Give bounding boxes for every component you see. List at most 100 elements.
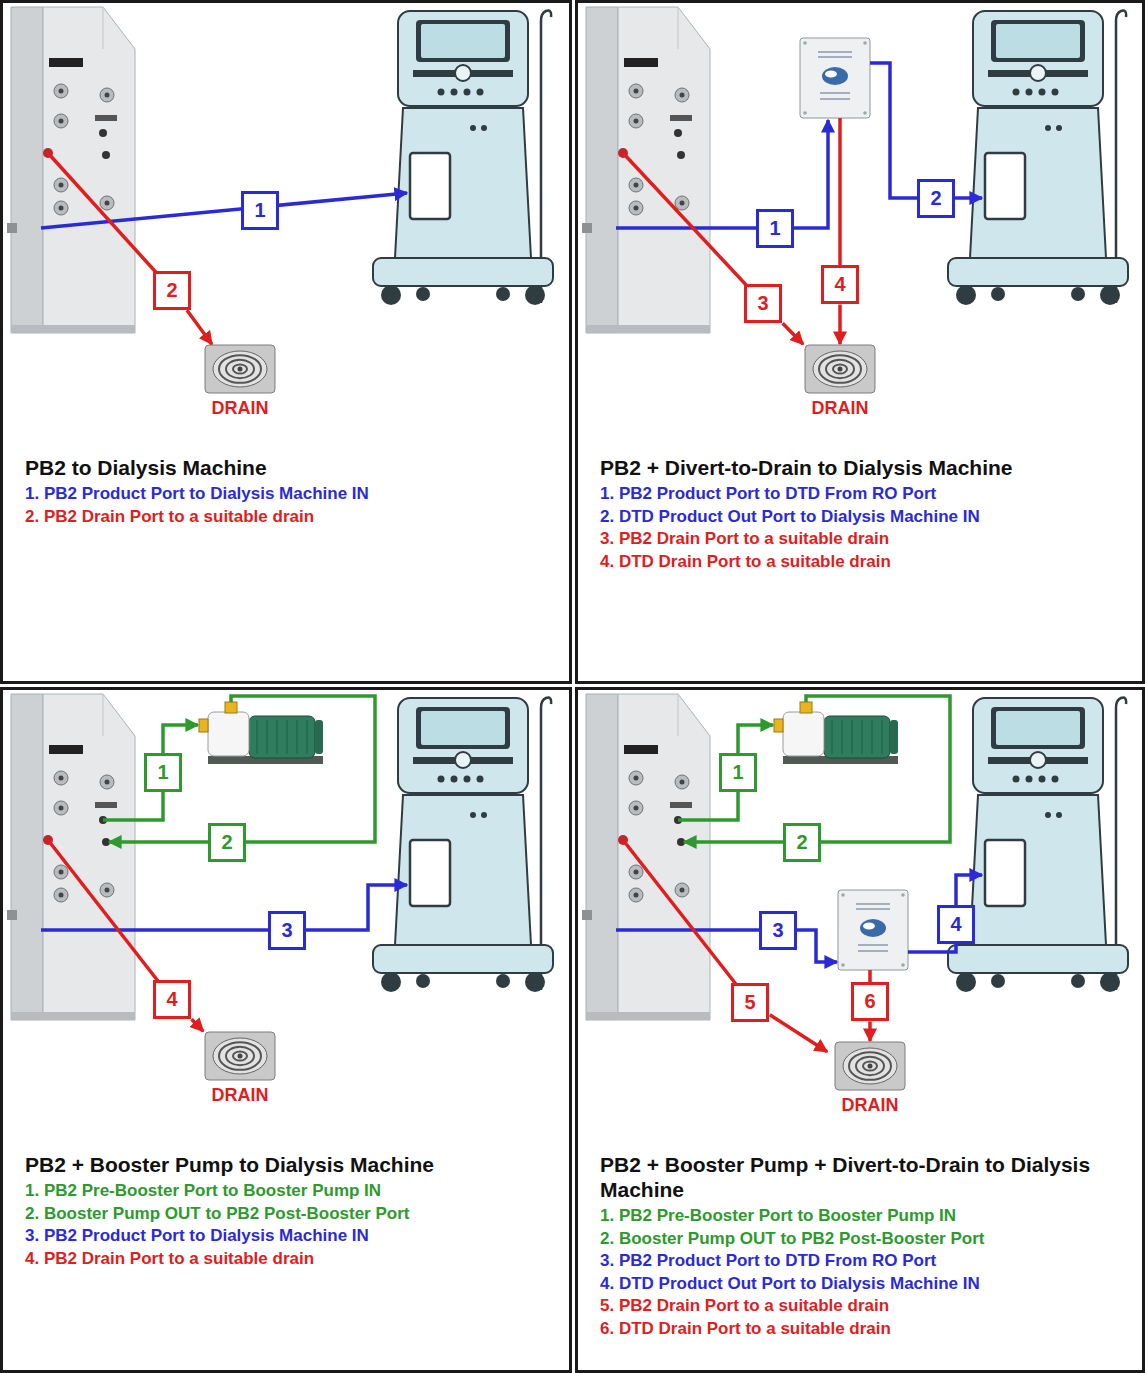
art-shape <box>464 89 471 96</box>
flow-line <box>48 840 172 999</box>
art-shape <box>481 812 487 818</box>
art-shape <box>841 893 845 897</box>
art-shape <box>233 364 247 373</box>
art-shape <box>296 720 298 754</box>
connection-step: 3. PB2 Drain Port to a suitable drain <box>600 528 1140 550</box>
art-shape <box>54 114 68 128</box>
art-shape <box>11 1012 135 1020</box>
art-shape <box>54 865 68 879</box>
art-shape <box>996 711 1080 745</box>
art-shape <box>991 707 1085 749</box>
connection-step: 2. Booster Pump OUT to PB2 Post-Booster … <box>25 1203 565 1225</box>
art-shape <box>991 20 1085 62</box>
callout-box: 3 <box>744 284 782 323</box>
art-shape <box>634 206 639 211</box>
floor-drain <box>205 345 275 393</box>
art-shape <box>54 801 68 815</box>
callout-box: 2 <box>783 823 821 862</box>
art-shape <box>675 196 689 210</box>
art-shape <box>11 7 43 333</box>
art-shape <box>100 196 114 210</box>
art-shape <box>871 720 873 754</box>
flow-line <box>41 885 407 930</box>
flow-line <box>684 696 950 842</box>
art-shape <box>901 963 905 967</box>
callout-number: 1 <box>157 760 169 785</box>
art-shape <box>634 893 639 898</box>
art-shape <box>996 24 1080 58</box>
callout-box: 2 <box>208 823 246 862</box>
panel-illustration <box>7 7 553 393</box>
callout-number: 4 <box>834 272 846 297</box>
art-shape <box>213 1038 267 1074</box>
art-shape <box>634 119 639 124</box>
callout-number: 1 <box>732 760 744 785</box>
pb2-unit <box>7 694 135 1020</box>
art-shape <box>49 745 83 754</box>
art-shape <box>54 84 68 98</box>
art-shape <box>100 88 114 102</box>
art-shape <box>586 7 618 333</box>
art-shape <box>11 325 135 333</box>
panel-illustration <box>7 694 553 1080</box>
art-shape <box>59 206 64 211</box>
art-shape <box>634 183 639 188</box>
flow-line <box>41 193 407 228</box>
art-shape <box>451 89 458 96</box>
art-shape <box>863 111 867 115</box>
callout-number: 3 <box>772 918 784 943</box>
callout-number: 4 <box>950 912 962 937</box>
art-shape <box>970 108 1106 258</box>
flow-line <box>109 696 375 842</box>
art-shape <box>948 258 1128 286</box>
art-shape <box>395 795 531 945</box>
connection-step: 4. PB2 Drain Port to a suitable drain <box>25 1248 565 1270</box>
dialysis-machine <box>373 11 553 305</box>
art-shape <box>1071 974 1085 988</box>
art-shape <box>205 345 275 393</box>
art-shape <box>306 720 308 754</box>
art-shape <box>416 974 430 988</box>
art-shape <box>863 41 867 45</box>
drain-label: DRAIN <box>198 398 282 420</box>
callout-number: 2 <box>796 830 808 855</box>
art-shape <box>890 720 898 754</box>
drain-label: DRAIN <box>198 1085 282 1107</box>
art-shape <box>618 694 710 1020</box>
art-shape <box>438 89 445 96</box>
art-shape <box>95 115 117 121</box>
art-shape <box>238 1054 243 1059</box>
art-shape <box>398 698 528 793</box>
art-shape <box>451 776 458 783</box>
art-shape <box>634 870 639 875</box>
art-shape <box>861 720 863 754</box>
art-shape <box>395 108 531 258</box>
art-shape <box>826 360 854 378</box>
art-shape <box>199 719 208 732</box>
art-shape <box>586 325 710 333</box>
art-shape <box>477 776 484 783</box>
panel-frame: PB2 + Booster Pump + Divert-to-Drain to … <box>575 687 1145 1373</box>
art-shape <box>219 1042 261 1070</box>
panel-title: PB2 + Booster Pump + Divert-to-Drain to … <box>600 1152 1100 1202</box>
art-shape <box>634 89 639 94</box>
art-shape <box>618 7 710 333</box>
art-shape <box>868 1064 873 1069</box>
art-shape <box>464 776 471 783</box>
callout-number: 6 <box>864 989 876 1014</box>
art-shape <box>1039 776 1046 783</box>
art-shape <box>1052 89 1059 96</box>
art-shape <box>856 903 890 905</box>
art-shape <box>1056 812 1062 818</box>
art-shape <box>841 963 845 967</box>
callout-number: 1 <box>254 198 266 223</box>
art-shape <box>102 838 110 846</box>
art-shape <box>624 58 658 67</box>
art-shape <box>948 945 1128 973</box>
art-shape <box>205 1032 275 1080</box>
art-shape <box>843 1048 897 1084</box>
art-shape <box>103 694 104 736</box>
dialysis-machine <box>373 698 553 992</box>
panel-text: PB2 + Booster Pump to Dialysis Machine1.… <box>25 1152 565 1270</box>
art-shape <box>208 712 249 756</box>
